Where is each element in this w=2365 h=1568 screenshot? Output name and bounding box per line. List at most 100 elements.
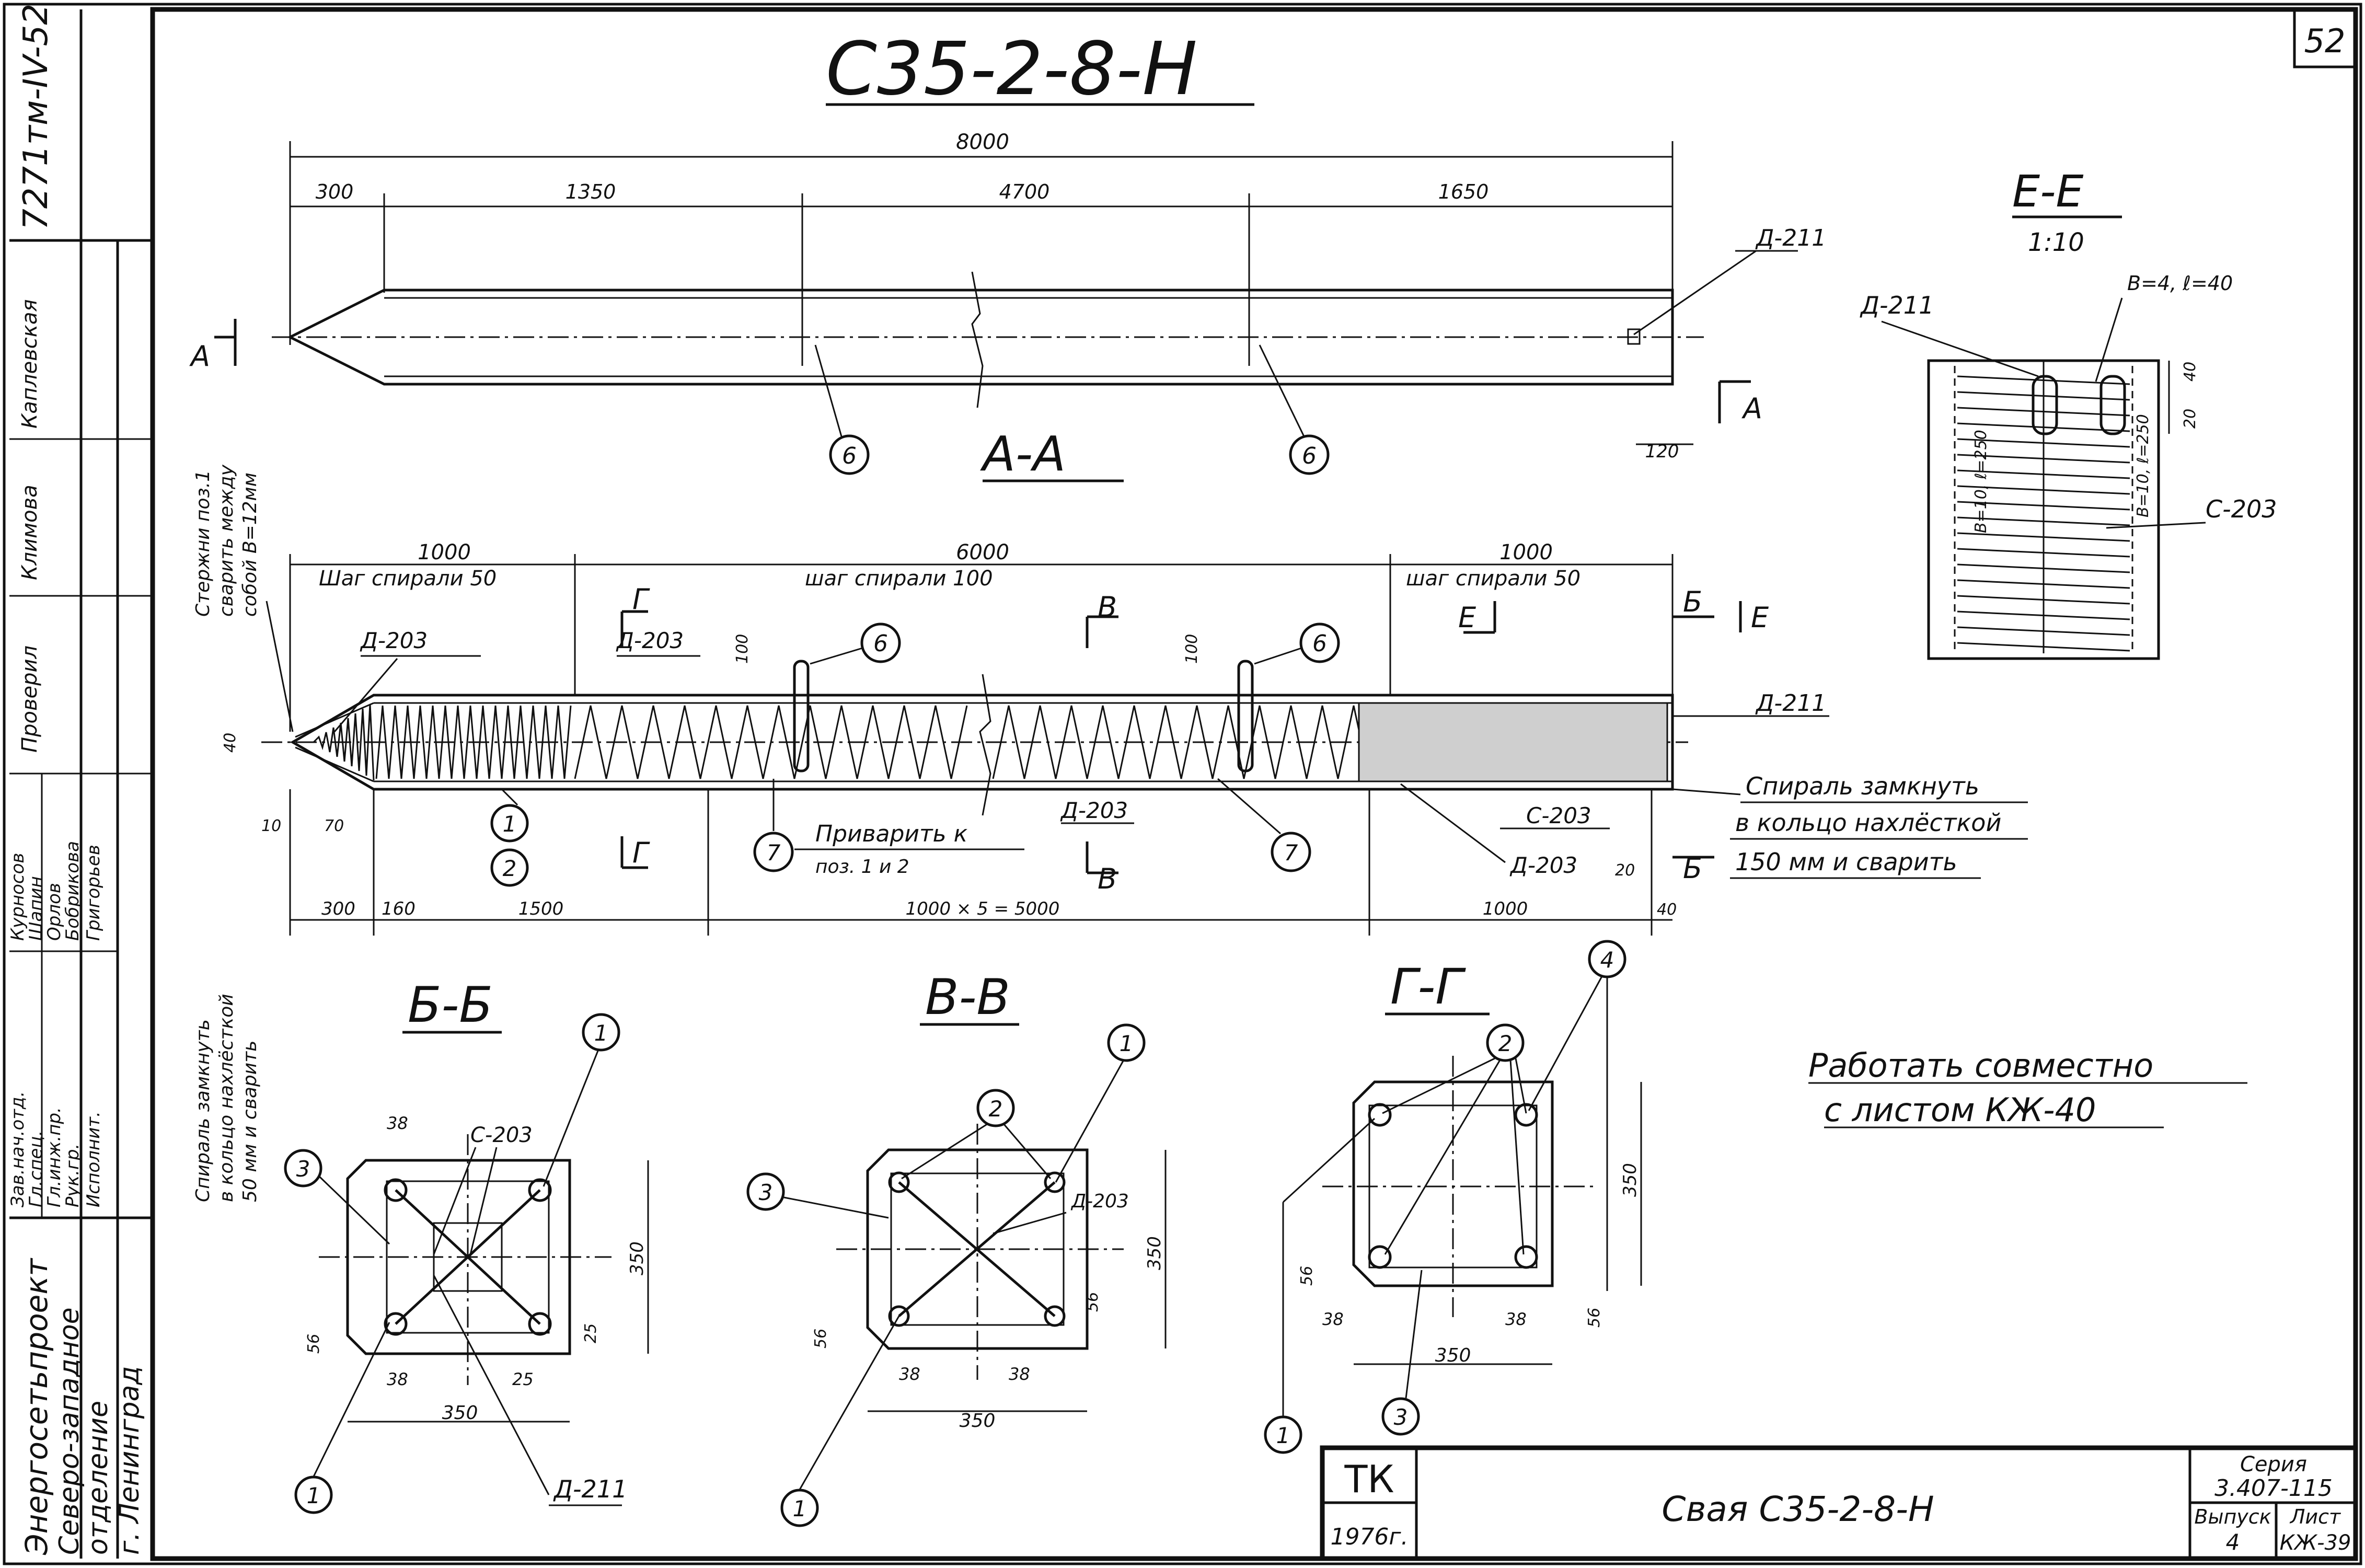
section-ee-view: Е-Е 1:10 Д-211 В=4, ℓ=40 С-203 В=10, ℓ=2… [1860, 166, 2277, 660]
stamp-role-1: Зав.нач.отд. [7, 1091, 28, 1207]
drawing-title: С35-2-8-Н [826, 27, 1197, 112]
bb-dim-38-bottom: 38 [387, 1369, 408, 1389]
aa-dim-40-left: 40 [221, 733, 239, 753]
ee-label-weld-2: В=10, ℓ=250 [1972, 430, 1990, 533]
aa-dim-70: 70 [324, 817, 344, 835]
vv-dim-56-right: 56 [1083, 1292, 1102, 1312]
section-bb-view: Б-Б С-203 Д-211 350 350 38 38 25 25 56 1… [284, 977, 649, 1514]
vv-dim-height: 350 [1144, 1236, 1165, 1270]
section-gg-view: Г-Г 350 350 56 56 38 38 4 2 1 3 [1264, 940, 1642, 1454]
ee-dim-20: 20 [2181, 409, 2199, 429]
aa-mark-e-right: Е [1751, 601, 1769, 634]
elev-dim-end: 120 [1645, 441, 1679, 462]
aa-dim-bottom-5: 1000 [1483, 898, 1528, 919]
spiral-note-left-3: 50 мм и сварить [239, 1041, 261, 1202]
title-block: ТК 1976г. Свая С35-2-8-Н Серия 3.407-115… [1320, 1445, 2358, 1561]
sheet-value: КЖ-39 [2280, 1531, 2351, 1555]
inner-frame [150, 7, 2358, 1561]
gg-dim-38-left: 38 [1322, 1309, 1344, 1329]
stamp-year: 1976г. [1330, 1524, 1408, 1550]
gg-pos3: 3 [1394, 1404, 1408, 1430]
aa-mark-g-bottom: Г [632, 836, 650, 869]
aa-label-d203-3: Д-203 [1060, 798, 1128, 823]
stamp-name-1: Курносов [7, 853, 28, 941]
section-aa-view: 1000 6000 1000 Шаг спирали 50 шаг спирал… [221, 540, 2028, 936]
aa-mark-e-left: Е [1458, 601, 1476, 634]
aa-pos7-b: 7 [1284, 840, 1298, 866]
aa-spiral-note-2: в кольцо нахлёсткой [1735, 809, 2001, 837]
gg-dim-width: 350 [1435, 1345, 1471, 1366]
stamp-name-4: Бобрикова [62, 841, 83, 941]
sheet-label: Лист [2289, 1505, 2341, 1528]
aa-dim-bottom-2: 160 [382, 898, 416, 919]
section-ee-title: Е-Е [2012, 166, 2083, 217]
rods-note-1: Стержни поз.1 [192, 470, 214, 617]
aa-dim-100-a: 100 [733, 634, 752, 664]
vv-pos3: 3 [759, 1180, 773, 1205]
bb-dim-38-top: 38 [387, 1113, 408, 1133]
side-code: 7271тм-IV-52 [17, 4, 55, 230]
issue-value: 4 [2226, 1529, 2240, 1555]
joint-note-2: с листом КЖ-40 [1824, 1091, 2096, 1129]
spiral-tip [313, 704, 375, 781]
elev-dim-1: 300 [316, 180, 354, 203]
gg-dim-height: 350 [1620, 1163, 1641, 1197]
aa-label-d203-4: Д-203 [1509, 852, 1577, 878]
aa-weld-note-1: Приварить к [815, 821, 968, 847]
stamp-org-3: отделение [83, 1401, 114, 1555]
vv-dim-width: 350 [960, 1410, 996, 1432]
section-aa-title: А-А [980, 426, 1066, 482]
aa-dim-bottom-3: 1500 [518, 898, 564, 919]
bb-dim-width: 350 [442, 1402, 478, 1424]
aa-label-d211: Д-211 [1755, 690, 1826, 717]
aa-dim-top-2: 6000 [956, 540, 1009, 564]
ee-label-d211: Д-211 [1860, 291, 1934, 319]
elev-section-a-left: А [189, 340, 210, 373]
elev-detail-label: Д-211 [1755, 225, 1826, 251]
bb-dim-height: 350 [627, 1241, 648, 1275]
aa-pos6-a: 6 [873, 630, 888, 657]
vv-dim-56-left: 56 [812, 1329, 830, 1348]
elev-pos6-a: 6 [842, 443, 857, 469]
stamp-org-1: Энергосетьпроект [19, 1258, 54, 1555]
spiral-note-left-2: в кольцо нахлёсткой [216, 994, 237, 1202]
elev-dim-4: 1650 [1438, 180, 1489, 203]
rods-note-3: собой В=12мм [239, 472, 261, 617]
aa-dim-top-1: 1000 [418, 540, 471, 564]
aa-spiral-note-1: Спираль замкнуть [1746, 772, 1979, 800]
elev-pos6-b: 6 [1302, 443, 1317, 469]
rods-note-2: сварить между [216, 464, 237, 617]
vv-dim-38-left: 38 [899, 1364, 920, 1384]
stamp-role-2: Гл.спец. [26, 1131, 47, 1207]
aa-pos7-a: 7 [767, 840, 781, 866]
aa-pitch-3: шаг спирали 50 [1406, 567, 1580, 591]
gg-pos4: 4 [1600, 947, 1614, 973]
aa-dim-100-b: 100 [1183, 634, 1201, 664]
aa-dim-top-3: 1000 [1499, 540, 1553, 564]
aa-dim-bottom-1: 300 [321, 898, 355, 919]
tk-mark: ТК [1344, 1457, 1394, 1501]
gg-dim-56-left: 56 [1298, 1266, 1316, 1286]
gg-dim-38-right: 38 [1505, 1309, 1527, 1329]
bb-label-c203: С-203 [470, 1123, 533, 1147]
aa-label-d203-2: Д-203 [616, 628, 684, 653]
aa-spiral-note-3: 150 мм и сварить [1735, 848, 1957, 876]
spiral-note-left-1: Спираль замкнуть [192, 1019, 214, 1202]
aa-dim-bottom-6: 40 [1657, 901, 1677, 919]
aa-mark-b-top: Б [1683, 585, 1702, 618]
section-bb-title: Б-Б [408, 977, 493, 1034]
issue-label: Выпуск [2194, 1505, 2271, 1528]
aa-pos1: 1 [503, 811, 517, 837]
page-number: 52 [2304, 22, 2346, 60]
aa-pitch-1: Шаг спирали 50 [319, 567, 497, 591]
vv-pos2: 2 [989, 1096, 1003, 1122]
vv-pos1-bottom: 1 [793, 1496, 807, 1521]
elev-section-a-right: А [1741, 392, 1762, 425]
spiral-segment [992, 705, 1370, 779]
section-vv-title: В-В [925, 969, 1010, 1026]
elev-dim-3: 4700 [999, 180, 1050, 203]
section-ee-scale: 1:10 [2028, 228, 2084, 257]
series-label: Серия [2240, 1452, 2307, 1477]
bb-pos1-top: 1 [594, 1020, 608, 1046]
bb-dim-25-side: 25 [582, 1323, 600, 1343]
